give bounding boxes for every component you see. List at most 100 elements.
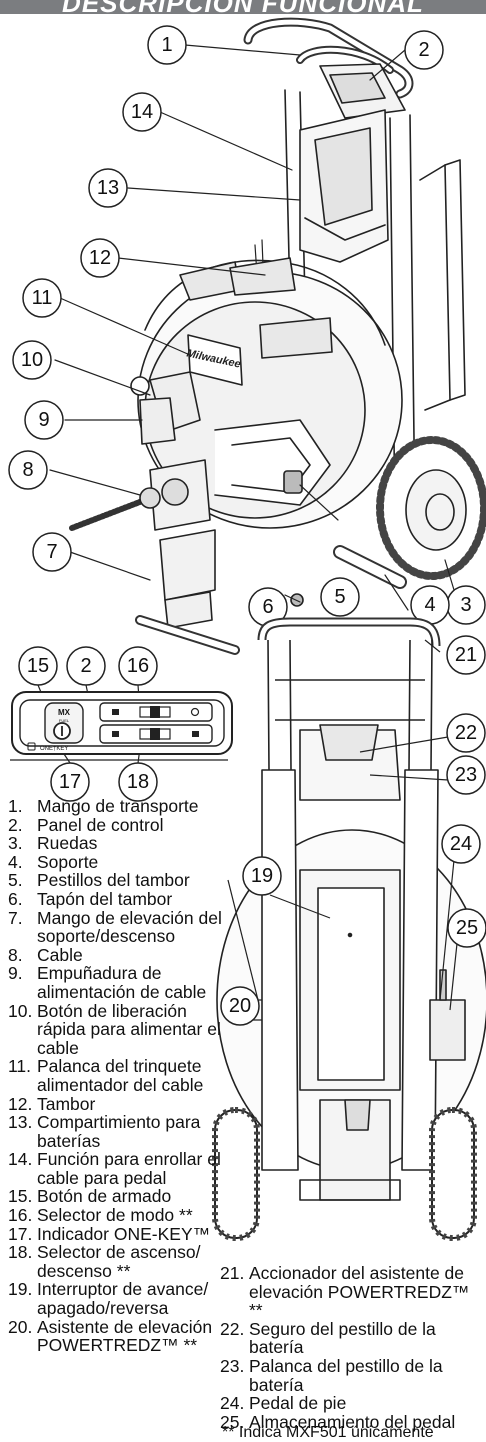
onekey-label: ONE†KEY [40, 746, 68, 752]
main-leader-lines [49, 44, 461, 611]
legend-item-text: Mango de elevación del soporte/descenso [37, 907, 222, 947]
legend-item-text: Botón de liberación rápida para alimenta… [37, 1000, 221, 1058]
callout-23: 23 [455, 764, 477, 786]
legend-item: 13.Compartimiento para baterías [8, 1113, 222, 1150]
legend-item: 4.Soporte [8, 851, 222, 872]
legend-item-number: 19. [8, 1279, 33, 1300]
callout-20: 20 [229, 995, 251, 1017]
legend-item-number: 11. [8, 1056, 32, 1077]
control-panel-drawing: 15 2 16 17 18 MX FUEL ONE†KEY [10, 646, 233, 802]
callout-12: 12 [89, 247, 111, 269]
legend-item-number: 4. [8, 851, 23, 872]
legend-item-number: 14. [8, 1149, 33, 1170]
main-callouts [8, 25, 486, 627]
legend-item-text: Compartimiento para baterías [37, 1112, 201, 1151]
legend-item: 20.Asistente de elevación POWERTREDZ™ ** [8, 1316, 222, 1356]
legend-item-number: 2. [8, 814, 23, 835]
section-header: DESCRIPCIÓN FUNCIONAL [0, 0, 486, 14]
legend-item-text: Empuñadura de alimentación de cable [37, 963, 207, 1002]
legend-item-text: Botón de armado [37, 1186, 172, 1207]
legend-item-number: 6. [8, 888, 23, 909]
legend-item: 19.Interruptor de avance/ apagado/revers… [8, 1280, 222, 1317]
callout-11: 11 [32, 287, 53, 309]
legend-item-text: Almacenamiento del pedal [249, 1411, 456, 1432]
mx-logo-text: MX [58, 708, 71, 717]
legend-item-text: Ruedas [37, 833, 98, 854]
legend-item-text: Tapón del tambor [37, 888, 173, 909]
legend-item: 23.Palanca del pestillo de la batería [220, 1357, 482, 1394]
callout-21: 21 [455, 644, 477, 666]
section-title: DESCRIPCIÓN FUNCIONAL [0, 0, 486, 14]
callout-15: 15 [27, 655, 49, 677]
main-callout-numbers: 1 2 3 4 5 6 7 8 9 10 11 12 13 14 [21, 34, 472, 618]
legend-item: 16.Selector de modo ** [8, 1206, 222, 1225]
legend-item: 22.Seguro del pestillo de la batería [220, 1320, 482, 1357]
legend-item-number: 9. [8, 963, 23, 984]
main-machine-drawing: Milwaukee [69, 17, 486, 655]
legend-item-number: 23. [220, 1355, 245, 1376]
callout-19: 19 [251, 865, 273, 887]
legend-item: 25.Almacenamiento del pedal [220, 1411, 482, 1432]
legend-item-number: 13. [8, 1112, 33, 1133]
callout-2: 2 [418, 39, 429, 61]
legend-item: 11.Palanca del trinquete alimentador del… [8, 1057, 222, 1094]
legend-item-number: 10. [8, 1000, 33, 1021]
legend-item: 14.Función para enrollar el cable para p… [8, 1150, 222, 1187]
footnote: ** Indica MXF501 únicamente [222, 1424, 434, 1441]
legend-item: 3. Ruedas [8, 834, 222, 853]
legend-item-number: 22. [220, 1318, 245, 1339]
legend-item-number: 3. [8, 833, 23, 854]
legend-item-text: Pestillos del tambor [37, 870, 190, 891]
legend-item-text: Selector de ascenso/ descenso ** [37, 1242, 201, 1281]
legend-item: 21.Accionador del asistente de elevación… [220, 1264, 482, 1320]
legend-item-number: 5. [8, 870, 23, 891]
legend-item: 9. Empuñadura de alimentación de cable [8, 964, 222, 1001]
callout-10: 10 [21, 349, 43, 371]
legend-item: 12.Tambor [8, 1093, 222, 1114]
callout-22: 22 [455, 722, 477, 744]
legend-item-text: Pedal de pie [249, 1393, 347, 1414]
legend-item-number: 25. [220, 1411, 245, 1432]
legend-item-text: Panel de control [37, 814, 164, 835]
legend-item: 17.Indicador ONE-KEY™ [8, 1223, 222, 1244]
back-view-drawing [212, 617, 486, 1241]
legend-item-number: 7. [8, 907, 23, 928]
callout-4: 4 [424, 594, 435, 616]
legend-item-text: Cable [37, 944, 83, 965]
legend-item-text: Asistente de elevación POWERTREDZ™ ** [37, 1316, 213, 1356]
legend-item: 5. Pestillos del tambor [8, 871, 222, 890]
callout-18: 18 [127, 771, 149, 793]
back-callout-numbers: 19 20 21 22 23 24 25 [229, 644, 478, 1017]
callout-3: 3 [460, 594, 471, 616]
legend-item: 24.Pedal de pie [220, 1394, 482, 1413]
callout-25: 25 [456, 917, 478, 939]
legend-item-text: Palanca del trinquete alimentador del ca… [37, 1056, 204, 1095]
legend-right: 21.Accionador del asistente de elevación… [220, 1264, 482, 1431]
legend-item: 15.Botón de armado [8, 1187, 222, 1206]
legend-item-text: Seguro del pestillo de la batería [249, 1318, 436, 1358]
callout-1: 1 [161, 34, 172, 56]
callout-17: 17 [59, 771, 81, 793]
legend-item-number: 16. [8, 1205, 33, 1226]
legend-item: 7. Mango de elevación del soporte/descens… [8, 907, 222, 947]
legend-item-number: 8. [8, 944, 23, 965]
legend-item-number: 12. [8, 1093, 33, 1114]
callout-16: 16 [127, 655, 149, 677]
callout-24: 24 [450, 833, 472, 855]
legend-item-text: Mango de transporte [37, 796, 199, 816]
legend-item-text: Palanca del pestillo de la batería [249, 1355, 443, 1395]
legend-item-text: Indicador ONE-KEY™ [37, 1223, 211, 1244]
legend-item-number: 17. [8, 1223, 33, 1244]
legend-item-number: 21. [220, 1263, 245, 1283]
callout-8: 8 [22, 459, 33, 481]
legend-item-text: Función para enrollar el cable para peda… [37, 1149, 221, 1188]
legend-item: 18.Selector de ascenso/ descenso ** [8, 1243, 222, 1280]
back-callouts [220, 635, 486, 1026]
callout-5: 5 [334, 586, 345, 608]
legend-item-number: 15. [8, 1186, 33, 1207]
legend-item: 10.Botón de liberación rápida para alime… [8, 1000, 222, 1058]
legend-item: 6. Tapón del tambor [8, 890, 222, 909]
legend-item-text: Tambor [37, 1093, 96, 1114]
